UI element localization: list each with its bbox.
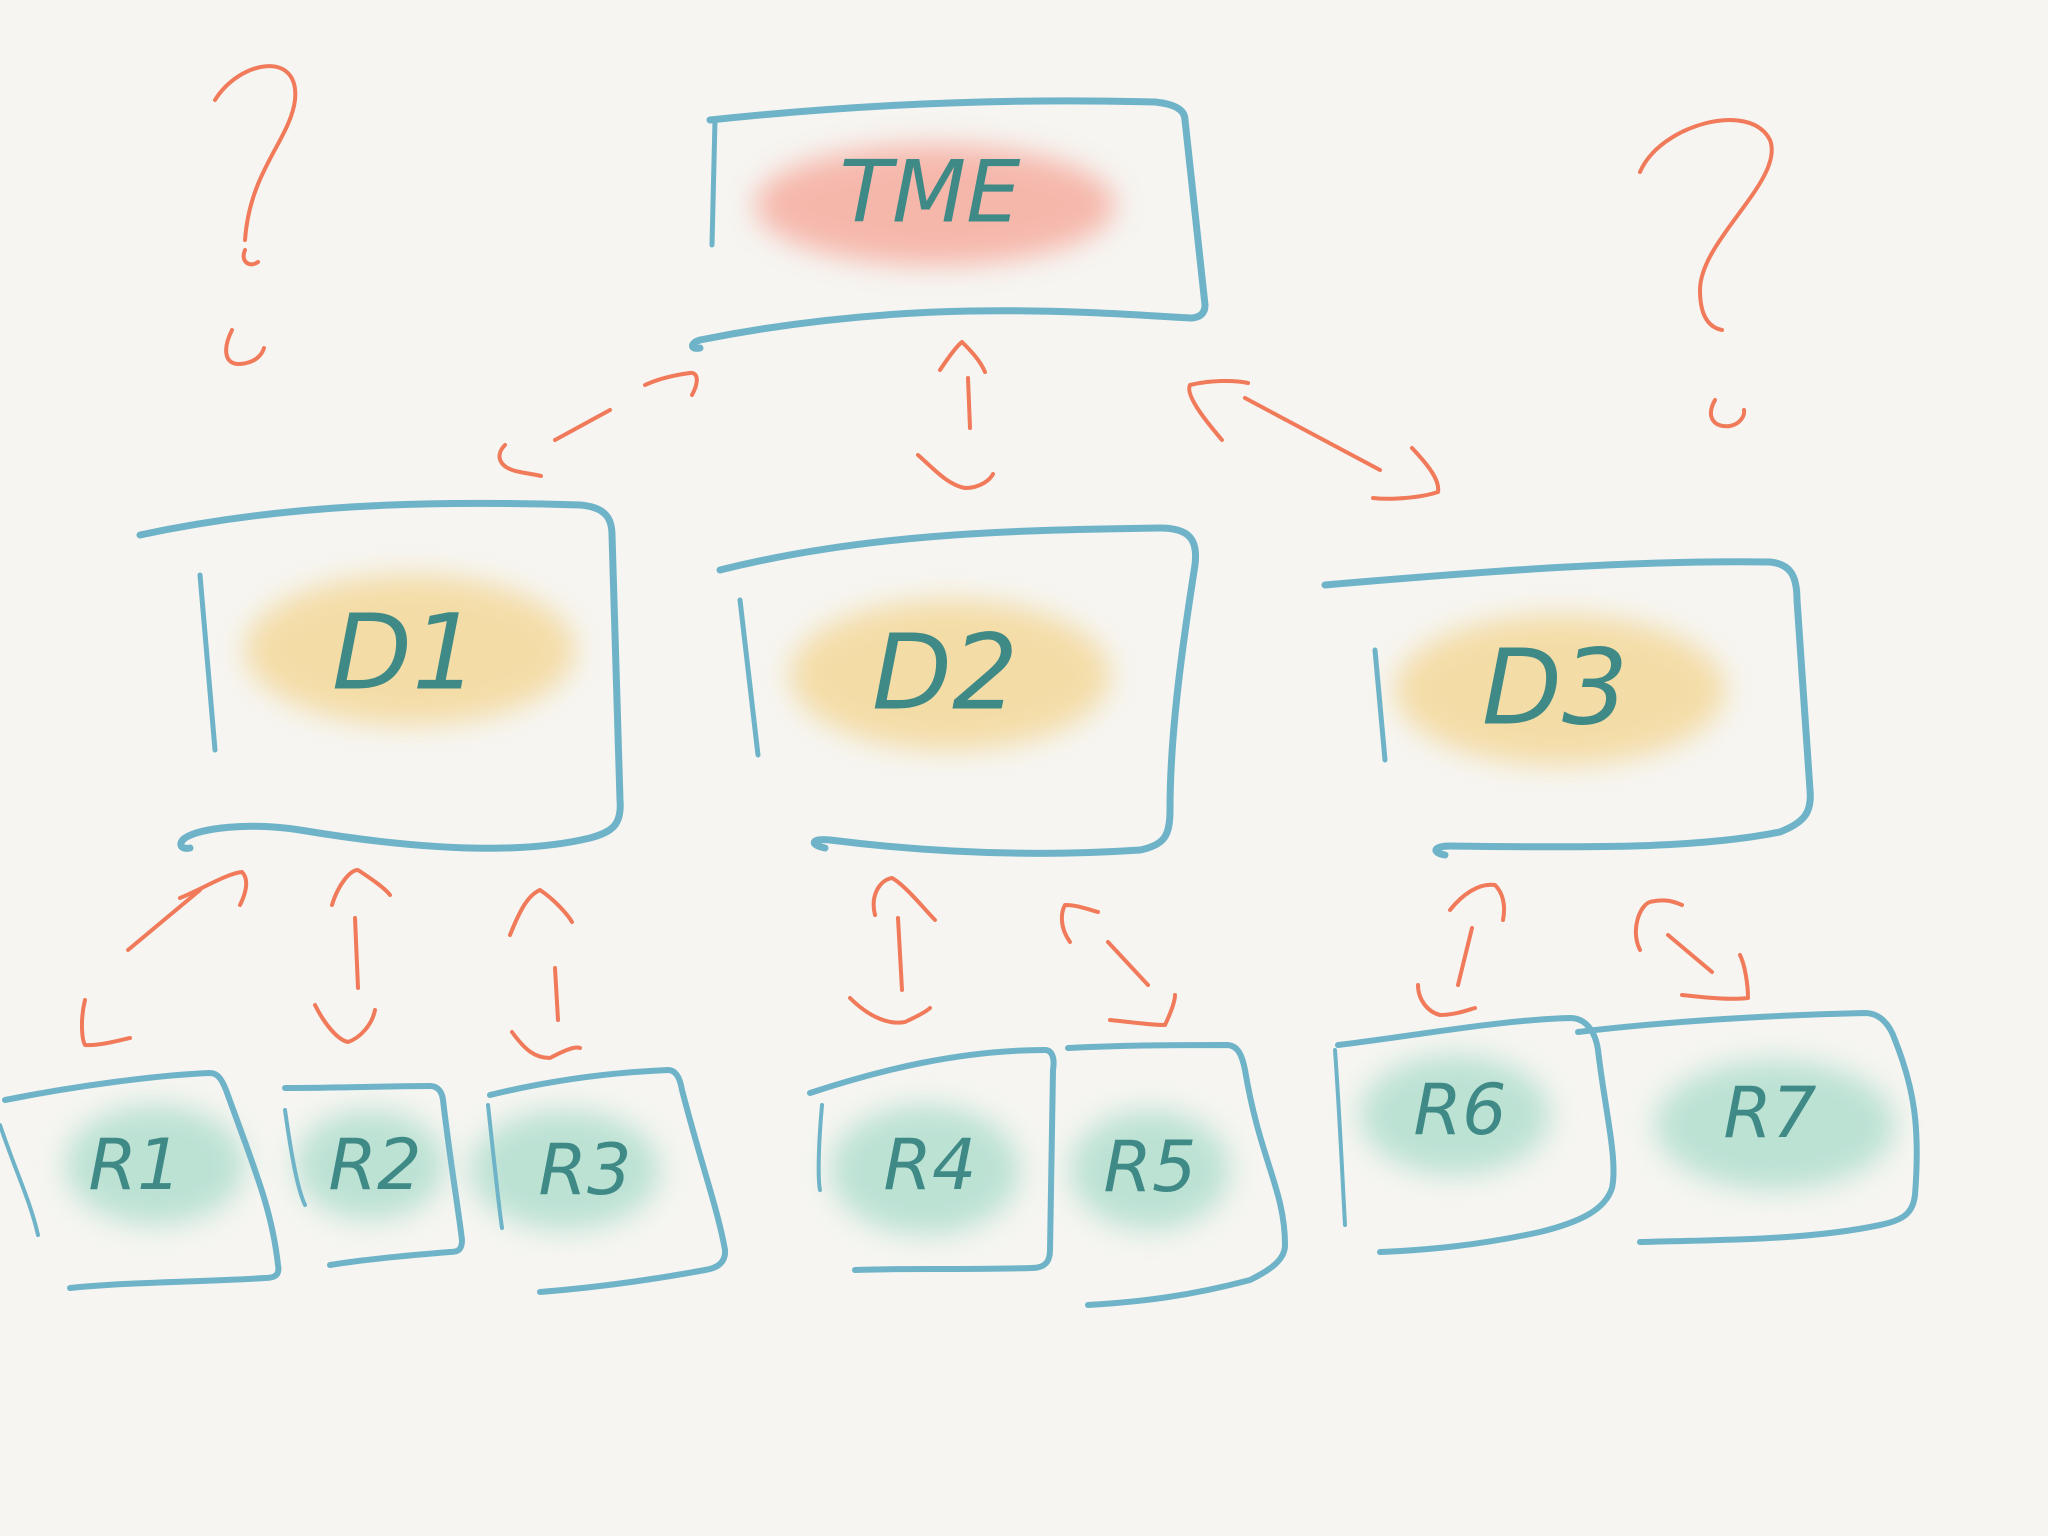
d3-highlight (1395, 615, 1725, 765)
leaf-node-r7[interactable]: R7 (1575, 1010, 1920, 1245)
top-node-label: TME (839, 142, 1021, 242)
connector-d1-r1 (80, 870, 249, 1048)
leaf-node-r4[interactable]: R4 (807, 1047, 1057, 1273)
middle-node-d1[interactable]: D1 (136, 499, 624, 852)
connector-tme-d1 (497, 370, 699, 478)
leaf-node-r5[interactable]: R5 (1065, 1042, 1288, 1308)
d1-highlight (245, 575, 575, 725)
leaf-node-r3-label: R3 (538, 1129, 631, 1211)
question-mark-left: ? (213, 64, 298, 366)
r1-highlight (65, 1105, 245, 1225)
r2-highlight (295, 1110, 445, 1220)
connector-d1-r3 (508, 888, 582, 1060)
leaf-node-r2[interactable]: R2 (282, 1083, 465, 1268)
leaf-node-r6[interactable]: R6 (1333, 1015, 1617, 1255)
leaf-node-r1[interactable]: R1 (0, 1070, 282, 1291)
question-mark-right: ? (1638, 118, 1774, 429)
connector-d2-r4 (848, 876, 937, 1025)
r5-highlight (1070, 1110, 1230, 1230)
middle-node-d2-label: D2 (872, 611, 1018, 733)
leaf-node-r3[interactable]: R3 (470, 1067, 729, 1295)
r6-highlight (1360, 1055, 1550, 1175)
r4-highlight (830, 1105, 1020, 1235)
r7-highlight (1655, 1060, 1895, 1190)
leaf-node-r2-label: R2 (328, 1124, 421, 1206)
connector-d2-r5 (1059, 903, 1177, 1027)
middle-node-d1-label: D1 (332, 591, 478, 713)
middle-node-d2[interactable]: D2 (716, 524, 1200, 857)
connector-d3-r7 (1633, 898, 1750, 1001)
connector-tme-d2 (916, 340, 995, 490)
r3-highlight (470, 1110, 660, 1230)
leaf-node-r5-label: R5 (1103, 1126, 1196, 1208)
top-node-highlight (755, 145, 1115, 265)
leaf-node-r6-label: R6 (1413, 1069, 1506, 1151)
middle-node-d3[interactable]: D3 (1321, 558, 1814, 859)
leaf-node-r7-label: R7 (1723, 1072, 1816, 1154)
leaf-node-r4-label: R4 (883, 1124, 976, 1206)
d2-highlight (790, 600, 1110, 750)
connector-tme-d3 (1187, 378, 1441, 501)
connector-d1-r2 (313, 868, 392, 1044)
connector-d3-r6 (1416, 882, 1506, 1017)
middle-node-d3-label: D3 (1482, 626, 1628, 748)
top-node[interactable]: TME (689, 97, 1209, 352)
leaf-node-r1-label: R1 (88, 1124, 181, 1206)
